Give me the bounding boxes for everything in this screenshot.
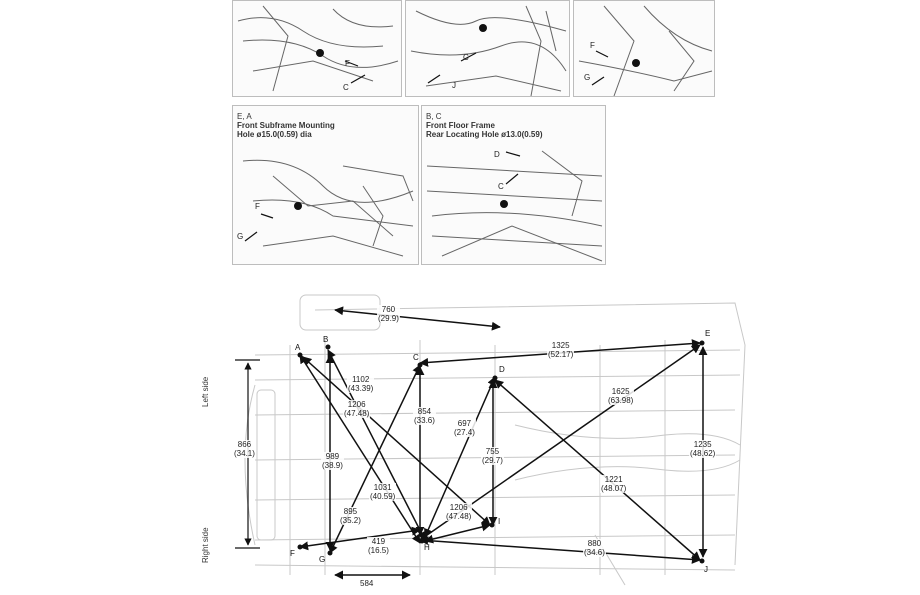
point-label: D	[494, 150, 500, 159]
detail-drawing-4	[242, 159, 414, 257]
caption-title: Front Floor Frame	[426, 121, 495, 130]
detail-panel-front-floor-frame: B, C Front Floor Frame Rear Locating Hol…	[421, 105, 606, 265]
point-label-a: A	[295, 343, 301, 352]
dimension-label: 419(16.5)	[367, 537, 390, 555]
caption-id: B, C	[426, 112, 442, 121]
caption-subtitle: Rear Locating Hole ø13.0(0.59)	[426, 130, 543, 139]
dimension-label: 1235(48.62)	[689, 440, 717, 458]
point-label: F	[345, 59, 350, 68]
detail-panel-1: F C	[232, 0, 402, 97]
dimension-label: 1625(63.98)	[607, 387, 635, 405]
caption-subtitle: Hole ø15.0(0.59) dia	[237, 130, 312, 139]
dimension-label: 1031(40.59)	[369, 483, 397, 501]
underbody-dimension-diagram: A B C D E F G H I J Left side Right side…	[195, 285, 755, 590]
point-label-h: H	[424, 543, 430, 552]
point-label: C	[463, 53, 469, 62]
dimension-label: 1206(47.48)	[343, 400, 371, 418]
dimension-label: 1206(47.48)	[445, 503, 473, 521]
dimension-label: 989(38.9)	[321, 452, 344, 470]
point-label: F	[255, 202, 260, 211]
point-label: C	[498, 182, 504, 191]
detail-drawing-2	[410, 5, 567, 96]
left-side-label: Left side	[201, 376, 210, 407]
detail-panel-3: F G	[573, 0, 715, 97]
dimension-label: 1221(48.07)	[600, 475, 628, 493]
point-label-e: E	[705, 329, 711, 338]
dimension-label: 584	[359, 579, 375, 588]
point-label: F	[590, 41, 595, 50]
detail-drawing-5	[426, 150, 603, 262]
underbody-drawing	[235, 294, 746, 586]
dimension-label: 880(34.6)	[583, 539, 606, 557]
point-label: C	[343, 83, 349, 92]
dimension-label: 760(29.9)	[377, 305, 400, 323]
detail-drawing-1	[237, 5, 399, 92]
point-label-f: F	[290, 549, 295, 558]
dimension-label: 854(33.6)	[413, 407, 436, 425]
dimension-label: 895(35.2)	[339, 507, 362, 525]
point-label-b: B	[323, 335, 329, 344]
caption-title: Front Subframe Mounting	[237, 121, 335, 130]
point-label-i: I	[498, 517, 501, 526]
point-label-c: C	[413, 353, 419, 362]
detail-caption: B, C Front Floor Frame Rear Locating Hol…	[426, 112, 542, 139]
dimension-label: 1325(52.17)	[547, 341, 575, 359]
point-label: J	[452, 81, 456, 90]
dimension-label: 755(29.7)	[481, 447, 504, 465]
point-label: G	[237, 232, 244, 241]
point-label-d: D	[499, 365, 505, 374]
point-label: G	[584, 73, 591, 82]
detail-panel-2: C J	[405, 0, 570, 97]
point-label-g: G	[319, 555, 326, 564]
dimension-label: 1102(43.39)	[347, 375, 375, 393]
point-label-j: J	[704, 565, 708, 574]
detail-drawing-3	[578, 5, 713, 96]
detail-caption: E, A Front Subframe Mounting Hole ø15.0(…	[237, 112, 335, 139]
detail-panel-front-subframe: E, A Front Subframe Mounting Hole ø15.0(…	[232, 105, 419, 265]
caption-id: E, A	[237, 112, 252, 121]
dimension-label: 697(27.4)	[453, 419, 476, 437]
right-side-label: Right side	[201, 527, 210, 563]
dimension-label: 866(34.1)	[233, 440, 256, 458]
